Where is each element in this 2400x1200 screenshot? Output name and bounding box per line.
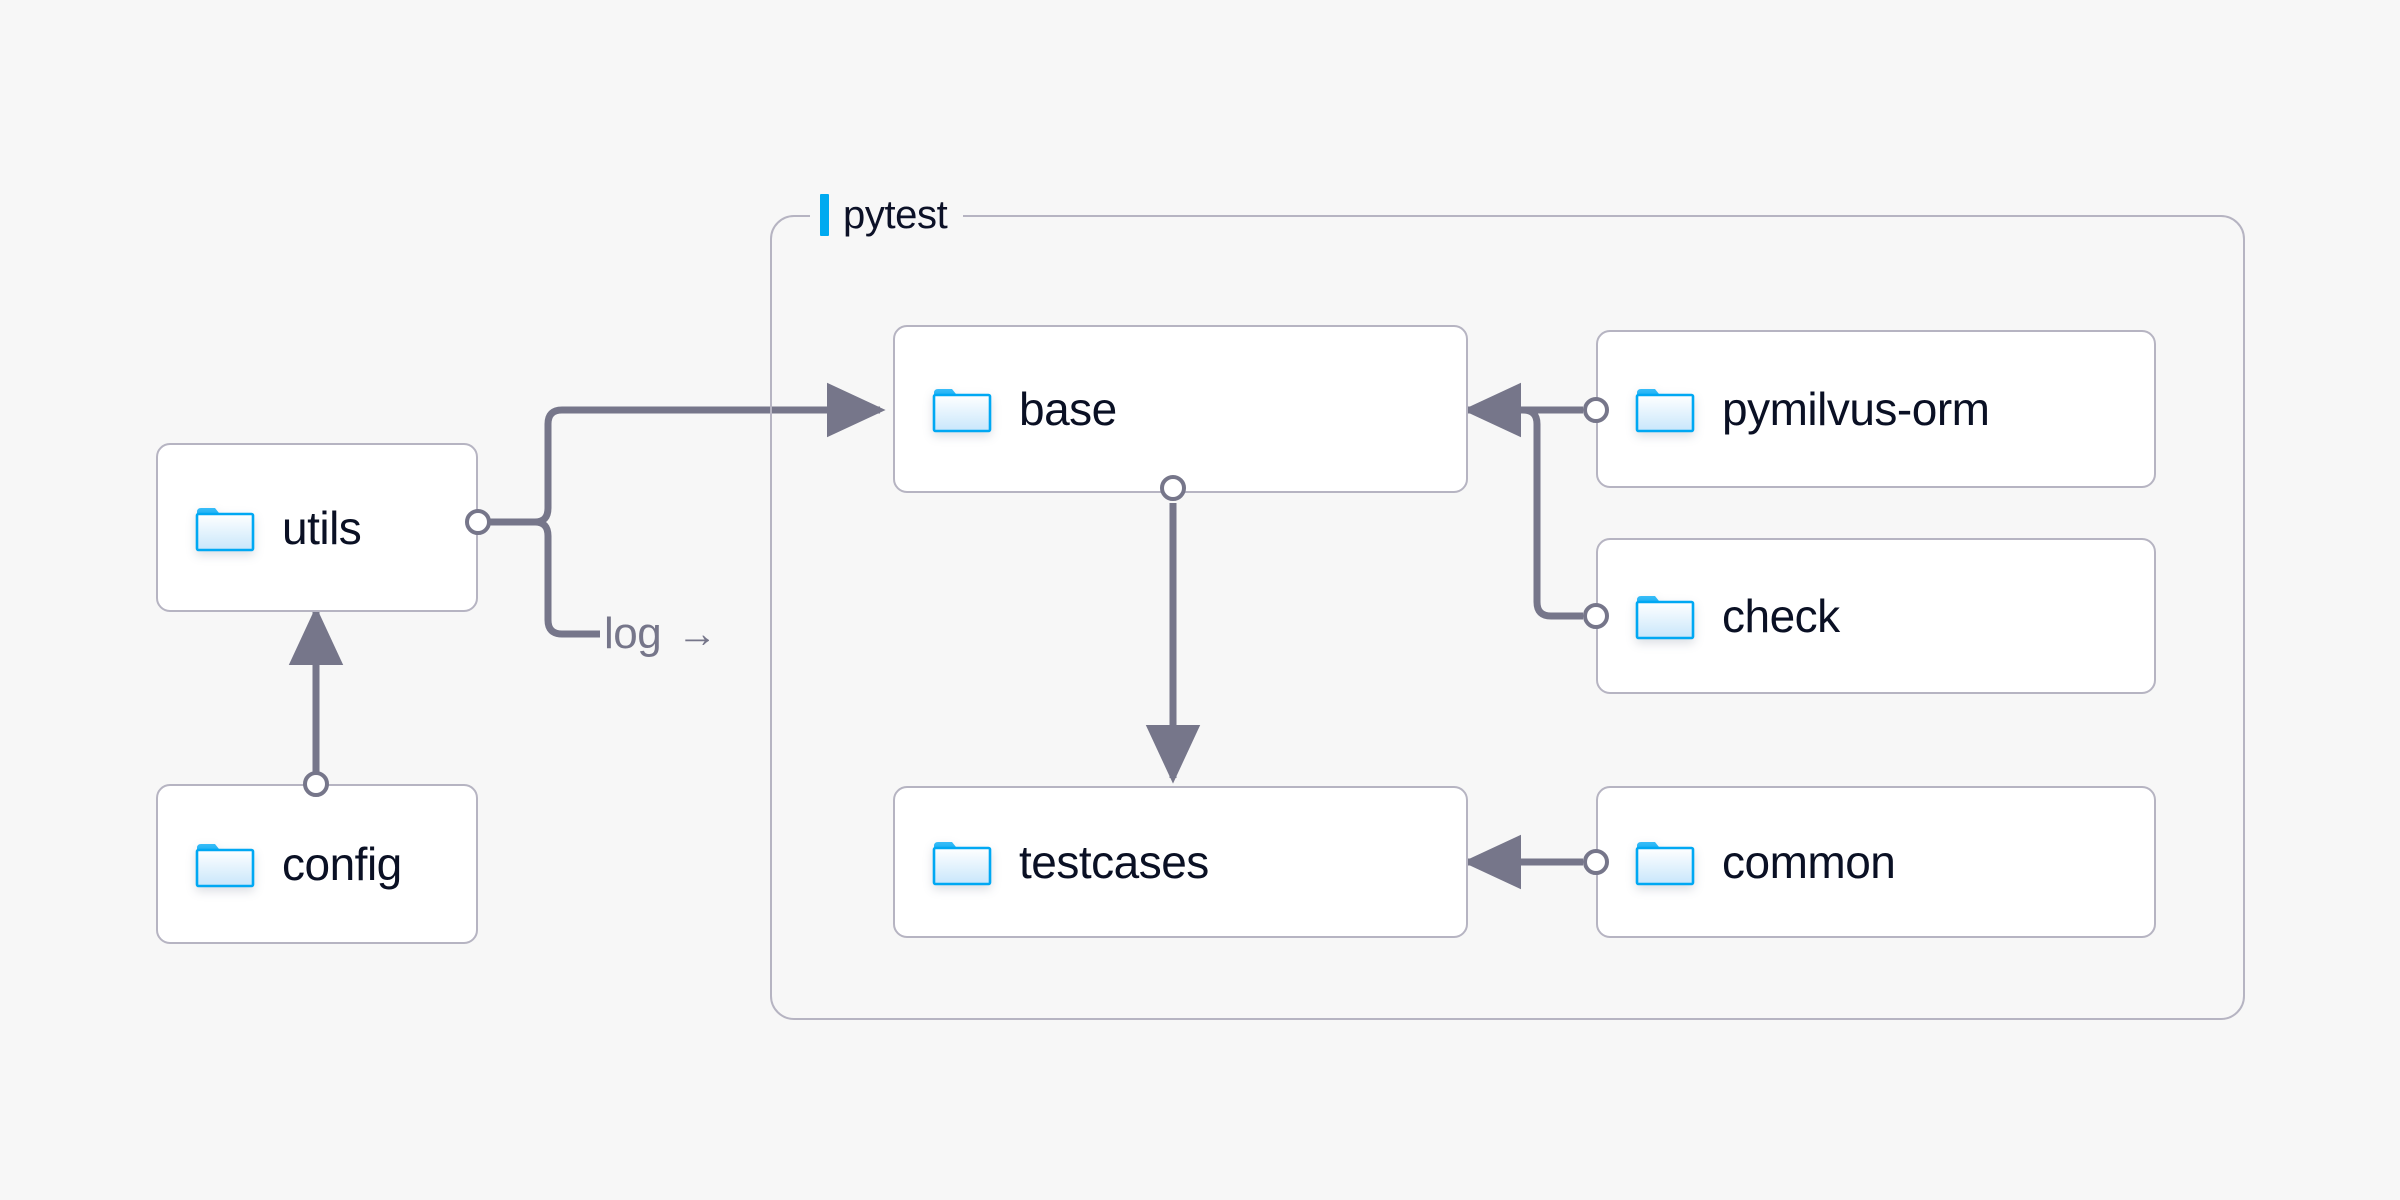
pytest-group-title: pytest — [810, 192, 964, 238]
group-accent-bar — [820, 194, 829, 236]
pytest-group-container — [770, 215, 2245, 1020]
node-utils[interactable]: utils — [156, 443, 478, 612]
folder-icon — [1634, 384, 1696, 434]
connector-dot-base-bottom[interactable] — [1160, 475, 1186, 501]
node-check[interactable]: check — [1596, 538, 2156, 694]
node-label: common — [1722, 836, 1896, 888]
connector-dot-utils-right[interactable] — [465, 509, 491, 535]
folder-icon — [1634, 591, 1696, 641]
node-label: config — [282, 838, 402, 890]
folder-icon — [194, 839, 256, 889]
node-config[interactable]: config — [156, 784, 478, 944]
node-label: testcases — [1019, 836, 1209, 888]
node-label: pymilvus-orm — [1722, 383, 1990, 435]
node-label: base — [1019, 383, 1117, 435]
arrow-right-icon: → — [677, 612, 717, 656]
folder-icon — [1634, 837, 1696, 887]
connector-dot-common-left[interactable] — [1583, 849, 1609, 875]
node-base[interactable]: base — [893, 325, 1468, 493]
node-common[interactable]: common — [1596, 786, 2156, 938]
connector-dot-config-top[interactable] — [303, 771, 329, 797]
edge-label-log-text: log — [604, 609, 662, 658]
node-label: utils — [282, 501, 362, 554]
connector-dot-pymilvus-orm-left[interactable] — [1583, 397, 1609, 423]
group-title-label: pytest — [843, 193, 948, 237]
node-testcases[interactable]: testcases — [893, 786, 1468, 938]
edge-label-log: log → — [604, 612, 717, 656]
connector-dot-check-left[interactable] — [1583, 603, 1609, 629]
node-pymilvus-orm[interactable]: pymilvus-orm — [1596, 330, 2156, 488]
folder-icon — [931, 384, 993, 434]
node-label: check — [1722, 590, 1840, 642]
folder-icon — [931, 837, 993, 887]
folder-icon — [194, 503, 256, 553]
edge-utils-to-log — [520, 518, 600, 638]
